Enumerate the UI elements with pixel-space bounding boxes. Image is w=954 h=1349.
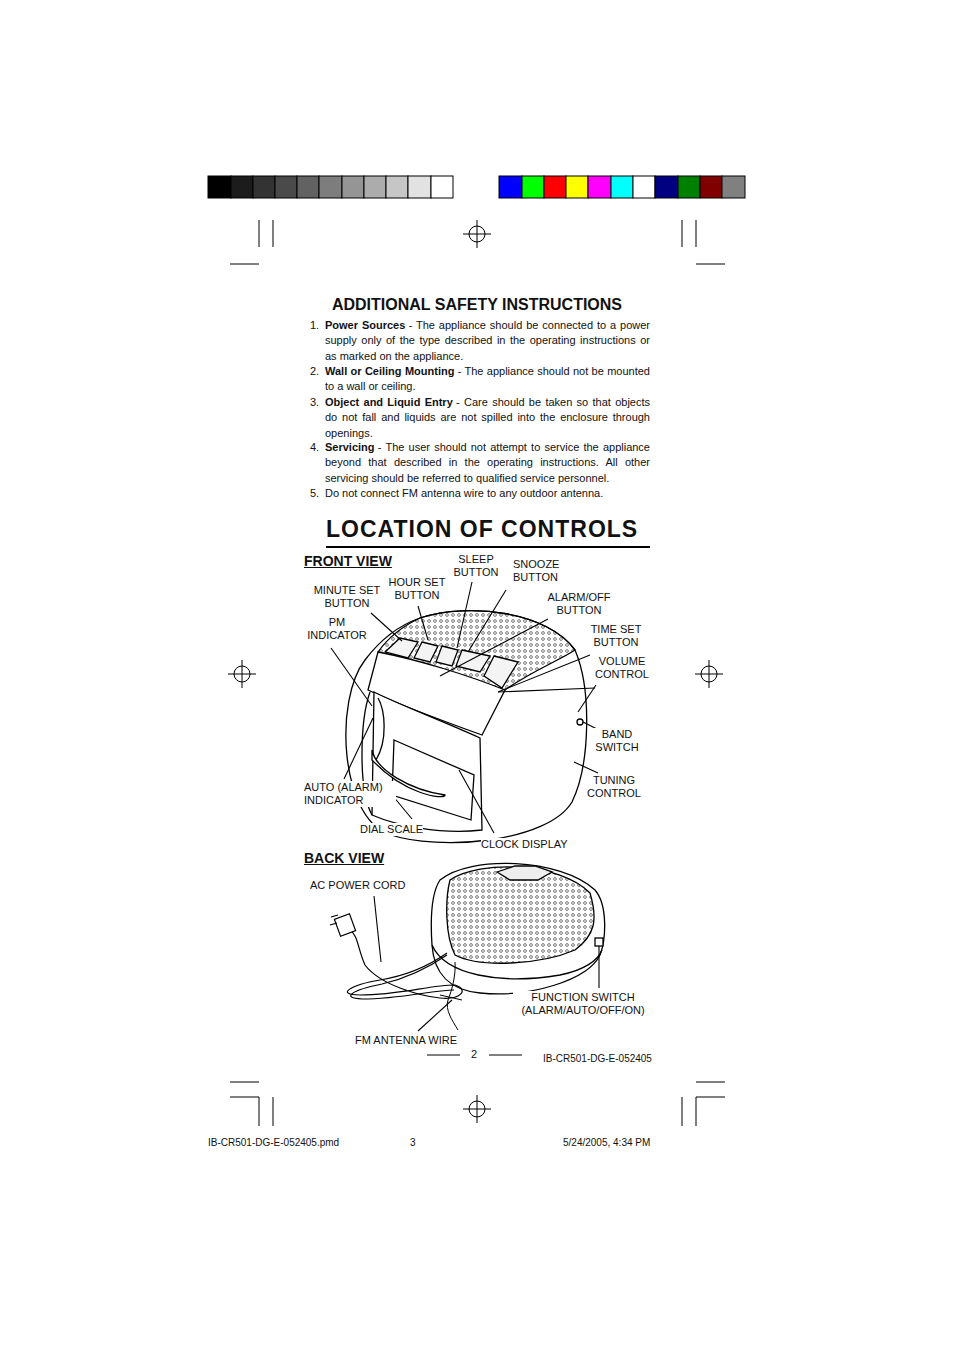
page-heading: LOCATION OF CONTROLS [326,515,638,543]
part-label: BAND SWITCH [589,728,645,754]
view-heading: BACK VIEW [304,850,384,866]
list-item: Power Sources- The appliance should be c… [325,318,650,364]
view-heading: FRONT VIEW [304,553,392,569]
list-item: Servicing- The user should not attempt t… [325,440,650,486]
list-item: Wall or Ceiling Mounting- The appliance … [325,364,650,395]
section-heading: ADDITIONAL SAFETY INSTRUCTIONS [307,296,647,314]
list-number: 3. [310,395,319,410]
page-number: 3 [410,1137,416,1149]
page-number: 2 [471,1048,477,1061]
part-label: CLOCK DISPLAY [481,838,568,851]
part-label: SLEEP BUTTON [445,553,507,579]
clock-radio-back [431,863,604,993]
part-label: TUNING CONTROL [582,774,646,800]
part-label: SNOOZE BUTTON [513,558,573,584]
list-item: Object and Liquid Entry- Care should be … [325,395,650,441]
clock-radio-front [346,611,587,843]
fm-antenna-wire [440,962,462,1030]
part-label: ALARM/OFF BUTTON [543,591,615,617]
item-heading: Object and Liquid Entry [325,396,453,408]
item-heading: Wall or Ceiling Mounting [325,365,454,377]
part-label: VOLUME CONTROL [590,655,654,681]
list-number: 2. [310,364,319,379]
list-number: 5. [310,486,319,501]
crop-marks [230,220,725,1126]
list-number: 1. [310,318,319,333]
part-label: AUTO (ALARM) INDICATOR [304,781,396,807]
color-bar [499,176,745,198]
list-number: 4. [310,440,319,455]
print-date: 5/24/2005, 4:34 PM [563,1137,650,1149]
item-heading: Power Sources [325,319,405,331]
file-name: IB-CR501-DG-E-052405.pmd [208,1137,339,1149]
power-cord [330,914,462,999]
part-label: FUNCTION SWITCH (ALARM/AUTO/OFF/ON) [513,991,653,1017]
gray-bar [208,176,453,198]
item-heading: Servicing [325,441,375,453]
list-item: Do not connect FM antenna wire to any ou… [325,486,650,501]
document-code: IB-CR501-DG-E-052405 [543,1053,652,1065]
part-label: HOUR SET BUTTON [384,576,450,602]
part-label: MINUTE SET BUTTON [309,584,385,610]
part-label: PM INDICATOR [304,616,370,642]
item-text: Do not connect FM antenna wire to any ou… [325,487,603,499]
part-label: DIAL SCALE [360,823,423,836]
part-label: FM ANTENNA WIRE [355,1034,457,1047]
part-label: TIME SET BUTTON [585,623,647,649]
part-label: AC POWER CORD [310,879,405,892]
registration-marks [228,220,723,1123]
